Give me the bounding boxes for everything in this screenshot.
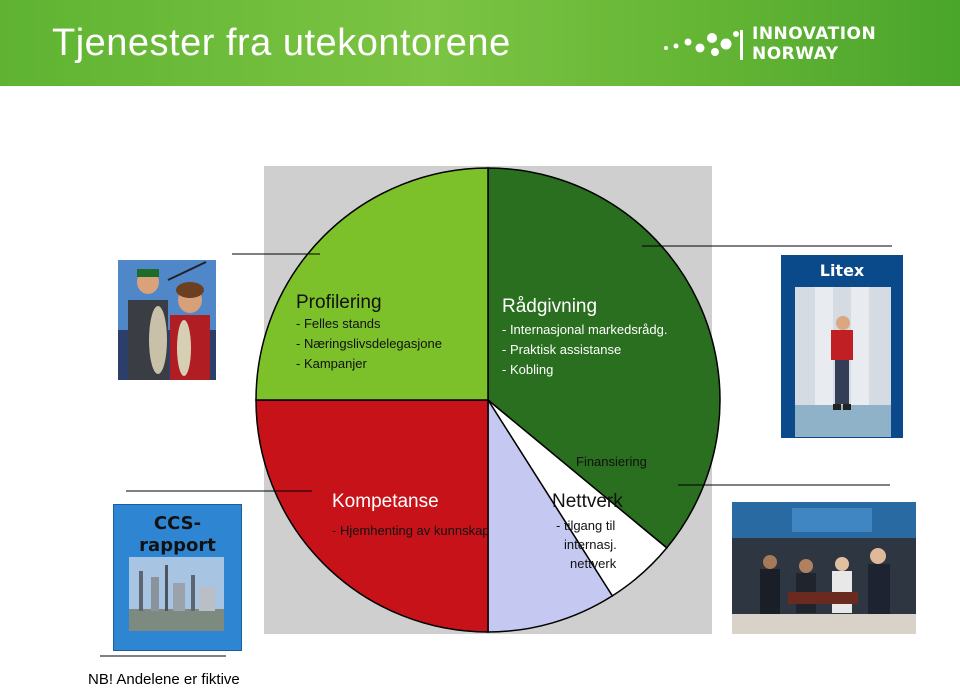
slice-item-profilering-1: - Næringslivsdelegasjone	[296, 336, 442, 351]
slice-item-nettverk-2: nettverk	[570, 556, 617, 571]
slice-item-r-dgivning-1: - Praktisk assistanse	[502, 342, 621, 357]
logo-text-line1: INNOVATION	[752, 24, 877, 44]
litex-photo-panel: Litex	[781, 255, 903, 438]
fishermen-photo	[118, 260, 216, 380]
slice-item-r-dgivning-2: - Kobling	[502, 362, 553, 377]
slice-label-finansiering: Finansiering	[576, 454, 647, 469]
slice-label-profilering: Profilering	[296, 292, 382, 313]
slice-label-r-dgivning: Rådgivning	[502, 296, 597, 317]
pie-labels: Rådgivning - Internasjonal markedsrådg. - …	[296, 292, 667, 571]
pie-slice-profilering	[255, 167, 489, 401]
ccs-report-label: CCS- rapport	[139, 513, 216, 556]
slice-item-r-dgivning-0: - Internasjonal markedsrådg.	[502, 322, 667, 337]
slice-label-kompetanse: Kompetanse	[332, 491, 439, 512]
slice-item-kompetanse-0: - Hjemhenting av kunnskap	[332, 523, 490, 538]
litex-booth-photo	[795, 287, 891, 437]
footnote: NB! Andelene er fiktive	[88, 671, 240, 688]
refinery-photo	[129, 557, 224, 631]
conference-photo	[732, 502, 916, 634]
slice-item-nettverk-1: internasj.	[564, 537, 617, 552]
header-bar: Tjenester fra utekontorene INNOVATION NO…	[0, 0, 960, 86]
page-title: Tjenester fra utekontorene	[52, 22, 511, 64]
slice-item-profilering-2: - Kampanjer	[296, 356, 367, 371]
slice-label-nettverk: Nettverk	[552, 491, 623, 512]
logo-text-line2: NORWAY	[752, 44, 839, 64]
pie-slice-nettverk	[487, 397, 614, 633]
ccs-report-panel: CCS- rapport	[113, 504, 242, 651]
pie-slice-r-dgivning	[487, 167, 721, 549]
slice-item-nettverk-0: - tilgang til	[556, 518, 615, 533]
pie-slice-kompetanse	[255, 399, 489, 633]
innovation-norway-logo	[664, 30, 743, 60]
pie-slices	[255, 167, 721, 633]
litex-label: Litex	[819, 261, 865, 280]
slice-item-profilering-0: - Felles stands	[296, 316, 381, 331]
